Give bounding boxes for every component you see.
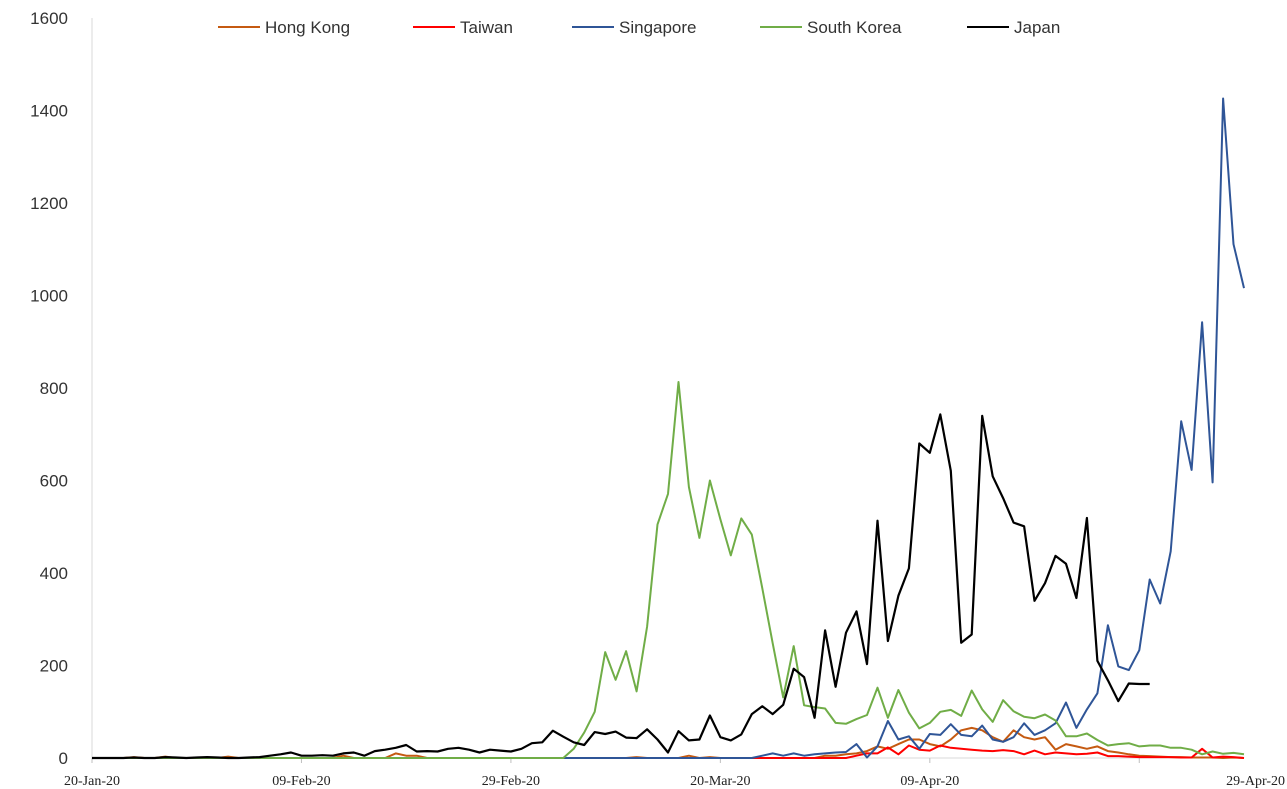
legend: Hong Kong Taiwan Singapore South Korea Japan xyxy=(218,18,1060,37)
x-tick-label: 09-Feb-20 xyxy=(272,774,330,789)
y-tick-label: 200 xyxy=(40,657,68,676)
y-tick-label: 400 xyxy=(40,564,68,583)
y-tick-label: 1600 xyxy=(30,9,68,28)
series-line-south-korea xyxy=(92,381,1245,759)
legend-entry-japan: Japan xyxy=(1014,18,1060,37)
x-tick-label: 29-Feb-20 xyxy=(482,774,540,789)
y-tick-label: 1400 xyxy=(30,102,68,121)
legend-entry-taiwan: Taiwan xyxy=(460,18,513,37)
x-tick-label: 09-Apr-20 xyxy=(900,774,959,789)
x-tick-label: 20-Jan-20 xyxy=(64,774,120,789)
legend-entry-singapore: Singapore xyxy=(619,18,697,37)
series-lines xyxy=(92,97,1245,760)
y-tick-label: 1200 xyxy=(30,194,68,213)
y-tick-label: 1000 xyxy=(30,287,68,306)
y-axis: 0 200 400 600 800 1000 1200 1400 1600 xyxy=(30,9,93,768)
x-axis: 20-Jan-20 09-Feb-20 29-Feb-20 20-Mar-20 09-A… xyxy=(64,757,1285,789)
y-tick-label: 0 xyxy=(59,749,68,768)
legend-entry-south-korea: South Korea xyxy=(807,18,902,37)
y-tick-label: 800 xyxy=(40,379,68,398)
legend-entry-hong-kong: Hong Kong xyxy=(265,18,350,37)
series-line-singapore xyxy=(92,97,1245,759)
x-tick-label: 20-Mar-20 xyxy=(690,774,750,789)
series-line-japan xyxy=(92,413,1150,760)
y-tick-label: 600 xyxy=(40,472,68,491)
x-tick-label: 29-Apr-20 xyxy=(1226,774,1285,789)
